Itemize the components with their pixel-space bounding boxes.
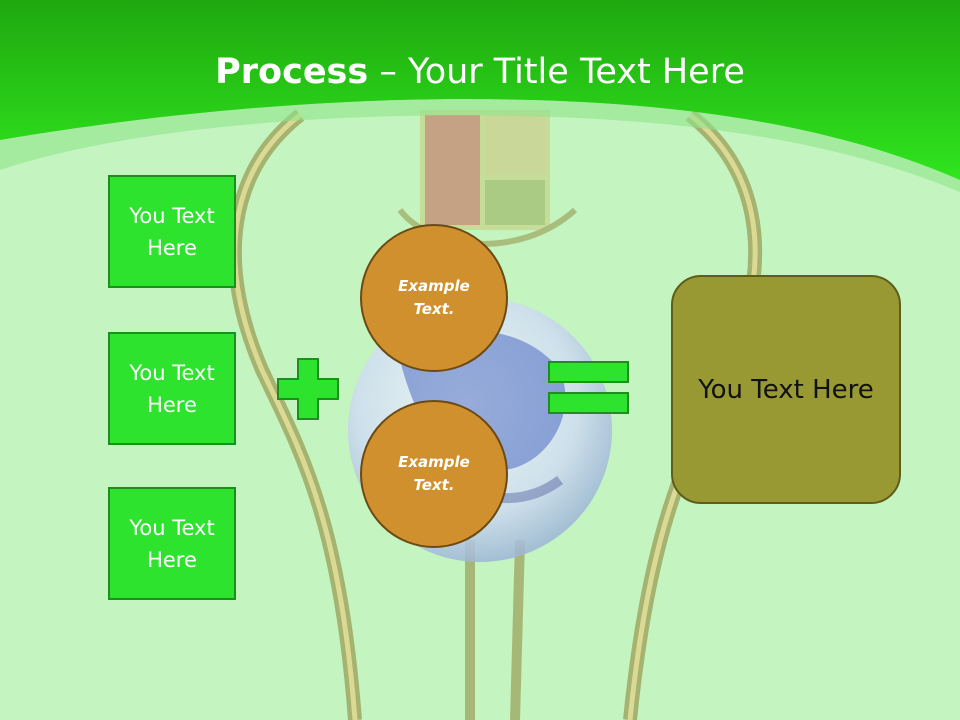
input-box-2[interactable]: You Text Here [108, 332, 236, 445]
equals-icon [548, 361, 629, 414]
result-box[interactable]: You Text Here [671, 275, 901, 504]
plus-icon [277, 358, 339, 420]
input-box-1[interactable]: You Text Here [108, 175, 236, 288]
slide-title: Process – Your Title Text Here [0, 52, 960, 92]
input-box-3[interactable]: You Text Here [108, 487, 236, 600]
title-rest: – Your Title Text Here [368, 52, 745, 92]
example-circle-2[interactable]: Example Text. [360, 400, 508, 548]
example-circle-1[interactable]: Example Text. [360, 224, 508, 372]
title-bold: Process [215, 52, 369, 92]
